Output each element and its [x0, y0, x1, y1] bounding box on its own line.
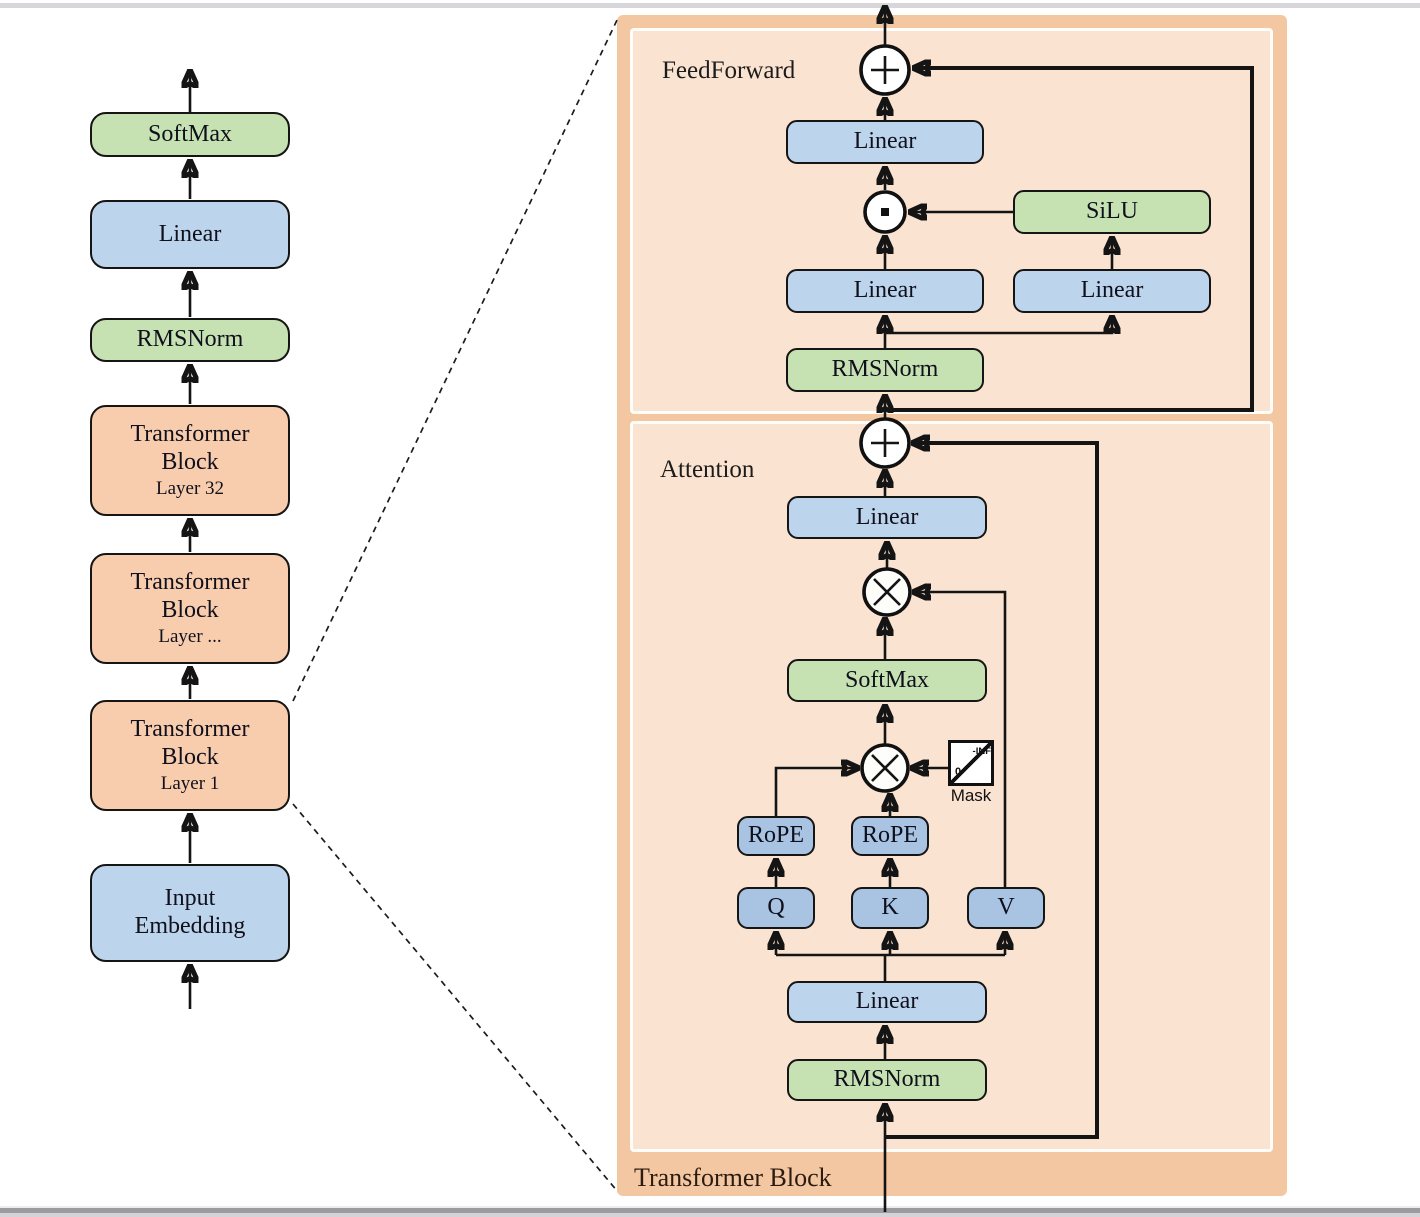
add-icon — [859, 44, 911, 96]
ff-up-linear-label: Linear — [1080, 277, 1144, 304]
transformer-block-layer-mid-box: Transformer Block Layer ... — [90, 553, 290, 664]
output-softmax-box: SoftMax — [90, 112, 290, 157]
attention-section-label: Attention — [660, 456, 755, 483]
input-embedding-label: Input Embedding — [134, 885, 246, 939]
block-layer-label: Layer ... — [158, 625, 222, 647]
page-bottom-border-shadow — [0, 1213, 1420, 1217]
feedforward-residual-line — [885, 68, 1254, 412]
k-label: K — [881, 894, 899, 921]
attn-rmsnorm-label: RMSNorm — [833, 1066, 941, 1093]
matmul-icon — [860, 743, 910, 793]
mask-icon: -INF 0 — [948, 740, 994, 786]
ff-rmsnorm-label: RMSNorm — [831, 356, 939, 383]
zoom-guide-lines — [292, 17, 619, 1193]
attn-softmax-label: SoftMax — [845, 666, 929, 693]
v-box: V — [967, 887, 1045, 929]
ff-gate-linear-box: Linear — [786, 269, 984, 313]
output-linear-box: Linear — [90, 200, 290, 269]
add-icon — [859, 417, 911, 469]
block-title: Transformer Block — [130, 421, 250, 476]
attention-arrows — [774, 443, 1099, 1212]
ff-up-linear-box: Linear — [1013, 269, 1211, 313]
mask-label: Mask — [950, 786, 992, 805]
rope-q-box: RoPE — [737, 816, 815, 856]
attention-panel — [630, 421, 1273, 1152]
silu-label: SiLU — [1085, 198, 1138, 225]
v-path-line — [914, 592, 1007, 887]
silu-box: SiLU — [1013, 190, 1211, 234]
attn-output-linear-label: Linear — [855, 503, 919, 530]
output-softmax-label: SoftMax — [148, 120, 232, 147]
rope-q-label: RoPE — [747, 822, 804, 849]
transformer-block-panel-title: Transformer Block — [634, 1163, 832, 1192]
attn-rmsnorm-box: RMSNorm — [787, 1059, 987, 1101]
transformer-block-layer32-box: Transformer Block Layer 32 — [90, 405, 290, 516]
attn-softmax-box: SoftMax — [787, 659, 987, 702]
k-box: K — [851, 887, 929, 929]
attn-output-linear-box: Linear — [787, 496, 987, 539]
output-rmsnorm-label: RMSNorm — [136, 326, 244, 353]
block-layer-label: Layer 1 — [160, 772, 220, 794]
page-bottom-border-line — [0, 1208, 1420, 1213]
matmul-icon — [862, 567, 912, 617]
feedforward-arrows — [885, 7, 1254, 418]
attn-input-linear-label: Linear — [855, 988, 919, 1015]
block-title: Transformer Block — [130, 716, 250, 771]
block-title: Transformer Block — [130, 569, 250, 624]
output-rmsnorm-box: RMSNorm — [90, 318, 290, 362]
q-box: Q — [737, 887, 815, 929]
q-rope-path — [774, 768, 858, 816]
v-label: V — [997, 894, 1015, 921]
ff-rmsnorm-box: RMSNorm — [786, 348, 984, 392]
transformer-block-layer1-box: Transformer Block Layer 1 — [90, 700, 290, 811]
ff-gate-linear-label: Linear — [853, 277, 917, 304]
q-label: Q — [767, 894, 785, 921]
rope-k-box: RoPE — [851, 816, 929, 856]
feedforward-section-label: FeedForward — [662, 57, 796, 84]
mask-upper-value: -INF — [972, 746, 991, 757]
mask-lower-value: 0 — [955, 766, 962, 778]
ff-output-linear-label: Linear — [853, 128, 917, 155]
rope-k-label: RoPE — [861, 822, 918, 849]
page-bottom-border — [0, 1206, 1420, 1208]
elementwise-product-icon — [863, 190, 907, 234]
attn-input-linear-box: Linear — [787, 981, 987, 1023]
block-layer-label: Layer 32 — [155, 477, 225, 499]
attention-residual-line — [885, 443, 1099, 1139]
output-linear-label: Linear — [158, 220, 222, 247]
page-top-border — [0, 3, 1420, 8]
ff-output-linear-box: Linear — [786, 120, 984, 164]
input-embedding-box: Input Embedding — [90, 864, 290, 962]
